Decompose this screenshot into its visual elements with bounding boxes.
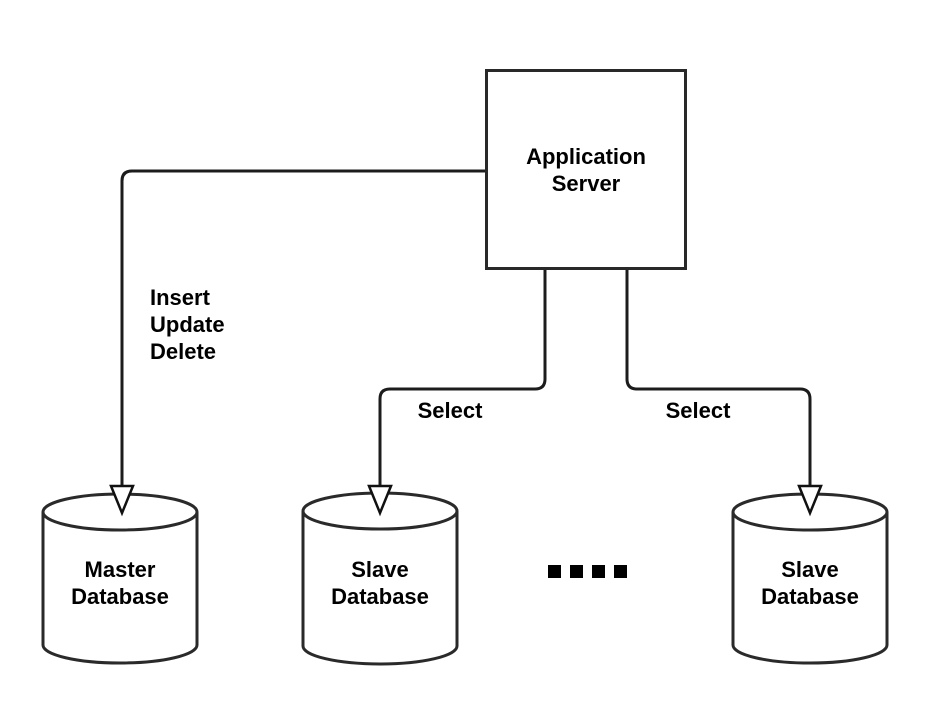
select-label-left: Select (417, 398, 483, 423)
arrowhead-slave-left-icon (367, 484, 393, 517)
edge-app-to-slave-right (625, 270, 812, 487)
slave-db-right-label-line2: Database (761, 584, 859, 609)
app-server-node: Application Server (485, 69, 687, 270)
app-server-label-line1: Application (526, 143, 646, 169)
slave-db-right-label-line1: Slave (781, 557, 839, 582)
app-server-label-line2: Server (551, 170, 621, 196)
master-db-label-line2: Database (71, 584, 169, 609)
insert-label: Insert (150, 285, 210, 310)
dot-icon (548, 565, 561, 578)
edge-app-to-master (120, 169, 485, 487)
slave-db-left-label: Slave Database (331, 556, 429, 610)
edge-app-to-slave-left (378, 270, 547, 487)
dot-icon (570, 565, 583, 578)
arrowhead-slave-right-icon (797, 484, 823, 517)
update-label: Update (150, 312, 225, 337)
more-slaves-dots-icon (548, 565, 627, 578)
master-db-label: Master Database (71, 556, 169, 610)
slave-db-left-label-line1: Slave (351, 557, 409, 582)
app-server-label: Application Server (526, 143, 646, 197)
slave-db-right-cylinder (731, 492, 889, 665)
master-edge-operations-label: Insert Update Delete (150, 284, 225, 365)
arrowhead-master-icon (109, 484, 135, 517)
dot-icon (614, 565, 627, 578)
delete-label: Delete (150, 339, 217, 364)
master-db-label-line1: Master (84, 557, 156, 582)
slave-db-right-label: Slave Database (761, 556, 859, 610)
dot-icon (592, 565, 605, 578)
select-label-right: Select (665, 398, 731, 423)
slave-db-left-label-line2: Database (331, 584, 429, 609)
